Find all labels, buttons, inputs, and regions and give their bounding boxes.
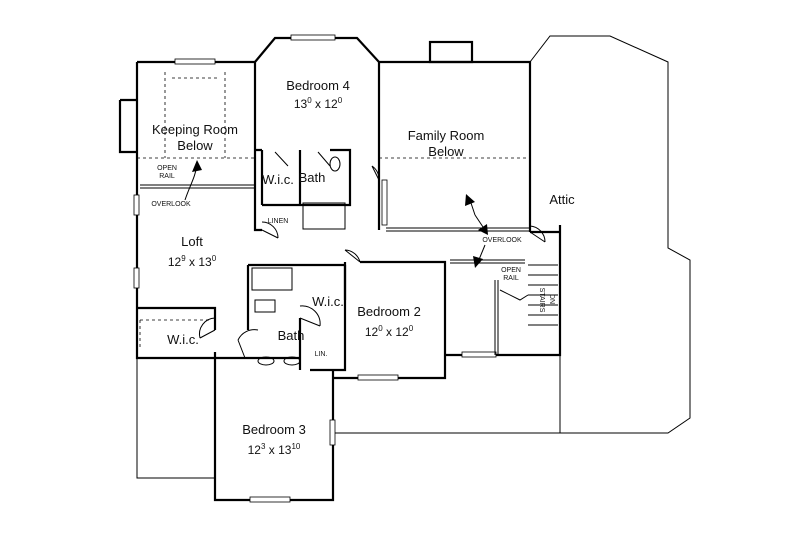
- bedroom2-name: Bedroom 2: [357, 304, 421, 319]
- doors: [199, 151, 546, 359]
- lower-left-outline: [136, 358, 215, 479]
- open-rail-bottom: RAIL: [159, 173, 175, 180]
- center-bath-name: Bath: [278, 328, 305, 343]
- keeping-room-sub: Below: [177, 138, 213, 153]
- toilet-bed4: [329, 156, 341, 172]
- stairs-label: STAIRS: [538, 288, 545, 313]
- bed4-wic-name: W.i.c.: [262, 172, 294, 187]
- stairs: [499, 264, 558, 326]
- dn-label: DN.: [548, 294, 555, 306]
- rails: [140, 184, 530, 355]
- overlook-right-label: OVERLOOK: [482, 237, 522, 244]
- linen-label: LINEN: [268, 218, 289, 225]
- center-bath-walls: [245, 263, 347, 372]
- bedroom2-dims: 120 x 120: [365, 324, 414, 339]
- overlook-arrows: [184, 160, 488, 268]
- attic-outline: [529, 35, 691, 434]
- bedroom3-name: Bedroom 3: [242, 422, 306, 437]
- chimney: [428, 40, 474, 64]
- notes: OPEN RAIL OVERLOOK OVERLOOK OPEN RAIL LI…: [151, 165, 555, 358]
- bedroom2-walls: [333, 260, 447, 380]
- loft-dims: 129 x 130: [168, 254, 217, 269]
- tub-bed4: [302, 202, 346, 230]
- loft-name: Loft: [181, 234, 203, 249]
- toilet-center: [254, 299, 276, 313]
- open-rail-top: OPEN: [157, 165, 177, 172]
- family-room-name: Family Room: [408, 128, 485, 143]
- open-rail-right-bottom: RAIL: [503, 275, 519, 282]
- overlook-left-label: OVERLOOK: [151, 201, 191, 208]
- attic-name: Attic: [549, 192, 575, 207]
- below-lines: [137, 72, 530, 350]
- bed2-wic-name: W.i.c.: [312, 294, 344, 309]
- bedroom4-bay-walls: [253, 36, 381, 180]
- fixtures: [251, 156, 346, 366]
- family-room-sub: Below: [428, 144, 464, 159]
- lin-label: LIN.: [315, 351, 328, 358]
- sink-1: [257, 356, 275, 366]
- bed4-closet-walls: [253, 148, 352, 232]
- bedroom4-dims: 130 x 120: [294, 96, 343, 111]
- keeping-room-name: Keeping Room: [152, 122, 238, 137]
- room-labels: Keeping Room Below Bedroom 4 130 x 120 F…: [152, 78, 575, 457]
- bedroom4-name: Bedroom 4: [286, 78, 350, 93]
- left-wic-walls: [135, 306, 217, 360]
- left-wic-name: W.i.c.: [167, 332, 199, 347]
- walls: [118, 36, 562, 502]
- open-rail-right-top: OPEN: [501, 267, 521, 274]
- bed4-bath-name: Bath: [299, 170, 326, 185]
- windows: [133, 34, 497, 503]
- sink-2: [283, 356, 301, 366]
- tub-center: [251, 267, 293, 291]
- bedroom3-dims: 123 x 1310: [248, 442, 301, 457]
